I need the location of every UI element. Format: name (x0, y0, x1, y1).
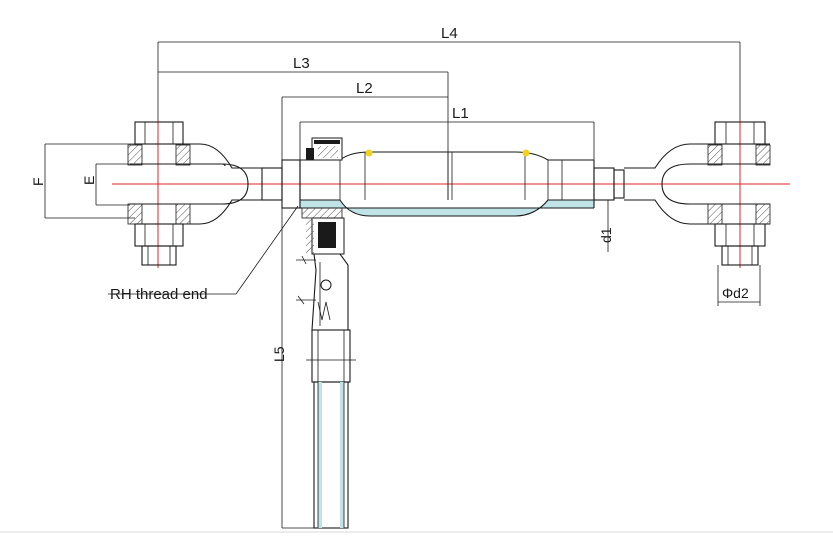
label-E: E (81, 176, 97, 185)
marker-right (522, 149, 530, 157)
top-lock-nut (306, 137, 343, 161)
label-rh-thread-end: RH thread end (110, 286, 208, 303)
label-d1: d1 (598, 227, 614, 243)
label-L3: L3 (293, 55, 310, 72)
marker-left (365, 149, 373, 157)
label-F: F (30, 177, 46, 186)
dimension-L4: L4 (157, 25, 741, 130)
right-clevis (624, 121, 771, 266)
callout-rh-thread-end: RH thread end (108, 205, 299, 303)
label-L5: L5 (271, 346, 287, 362)
left-clevis (127, 121, 262, 266)
dimension-E: E (81, 163, 130, 206)
dimension-d2: Φd2 (717, 265, 761, 306)
dimension-L3: L3 (158, 55, 449, 200)
dimension-d1: d1 (598, 200, 614, 252)
dimension-L5: L5 (271, 208, 314, 529)
turnbuckle-body (299, 149, 595, 217)
dimension-L1: L1 (299, 105, 595, 170)
label-L2: L2 (356, 80, 373, 97)
dimension-L2: L2 (281, 80, 448, 160)
dimension-F: F (30, 143, 135, 219)
right-threaded-rod (593, 167, 625, 201)
label-d2: Φd2 (722, 285, 749, 301)
label-L4: L4 (441, 25, 458, 42)
torque-wrench (296, 207, 356, 529)
label-L1: L1 (452, 105, 469, 122)
